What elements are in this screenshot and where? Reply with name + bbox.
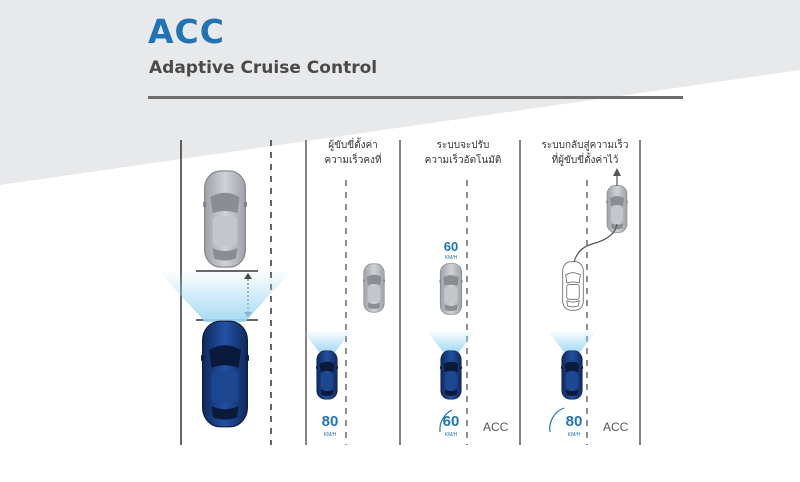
lead-car-grey bbox=[363, 263, 385, 313]
panel-1-scene bbox=[302, 180, 385, 445]
page-title: ACC bbox=[148, 12, 225, 51]
panel-2-caption-line1: ระบบจะปรับ bbox=[436, 140, 490, 151]
diagonal-band bbox=[0, 0, 800, 185]
lead-car-grey bbox=[202, 170, 248, 268]
panel-2-speed-unit: KM/H bbox=[444, 432, 458, 438]
panel-1-caption: ผู้ขับขี่ตั้งค่า ความเร็วคงที่ bbox=[293, 138, 413, 168]
panel-1-caption-line1: ผู้ขับขี่ตั้งค่า bbox=[328, 140, 378, 151]
panel-2-caption: ระบบจะปรับ ความเร็วอัตโนมัติ bbox=[403, 138, 523, 168]
ego-car-blue bbox=[561, 350, 583, 400]
panel-1-caption-line2: ความเร็วคงที่ bbox=[324, 155, 382, 166]
panel-2-lead-speed-unit: KM/H bbox=[444, 255, 458, 261]
sensor-beam bbox=[302, 330, 352, 352]
page-subtitle: Adaptive Cruise Control bbox=[149, 58, 378, 78]
ego-car-blue bbox=[440, 350, 462, 400]
speedometer-arc bbox=[549, 407, 565, 433]
large-road bbox=[158, 140, 292, 445]
ego-car-blue bbox=[316, 350, 338, 400]
panel-3-scene bbox=[547, 168, 629, 445]
panel-3-acc-label: ACC bbox=[603, 420, 629, 434]
panel-2-lead-speed: 60 bbox=[443, 239, 459, 254]
panel-3-speed: 80 bbox=[565, 413, 583, 430]
panel-2-acc-label: ACC bbox=[483, 420, 509, 434]
panel-3-caption-line2: ที่ผู้ขับขี่ตั้งค่าไว้ bbox=[551, 155, 619, 166]
lane-change-car-outline bbox=[562, 261, 584, 311]
panel-2-scene bbox=[426, 180, 476, 445]
lane-change-path bbox=[573, 223, 618, 263]
title-divider bbox=[148, 96, 683, 99]
panel-1-speed: 80 bbox=[321, 413, 339, 430]
sensor-beam bbox=[426, 330, 476, 352]
lead-car-grey bbox=[439, 263, 463, 315]
panel-2-caption-line2: ความเร็วอัตโนมัติ bbox=[424, 155, 502, 166]
speedometer-arc bbox=[439, 409, 453, 433]
ego-car-blue bbox=[200, 320, 250, 428]
panel-2-speed: 60 bbox=[442, 413, 460, 430]
panel-3-caption: ระบบกลับสู่ความเร็ว ที่ผู้ขับขี่ตั้งค่าไ… bbox=[525, 138, 645, 168]
sensor-beam bbox=[158, 270, 292, 322]
sensor-beam bbox=[547, 330, 597, 352]
panel-1-speed-unit: KM/H bbox=[323, 432, 337, 438]
panel-3-caption-line1: ระบบกลับสู่ความเร็ว bbox=[541, 140, 629, 151]
panel-3-speed-unit: KM/H bbox=[567, 432, 581, 438]
